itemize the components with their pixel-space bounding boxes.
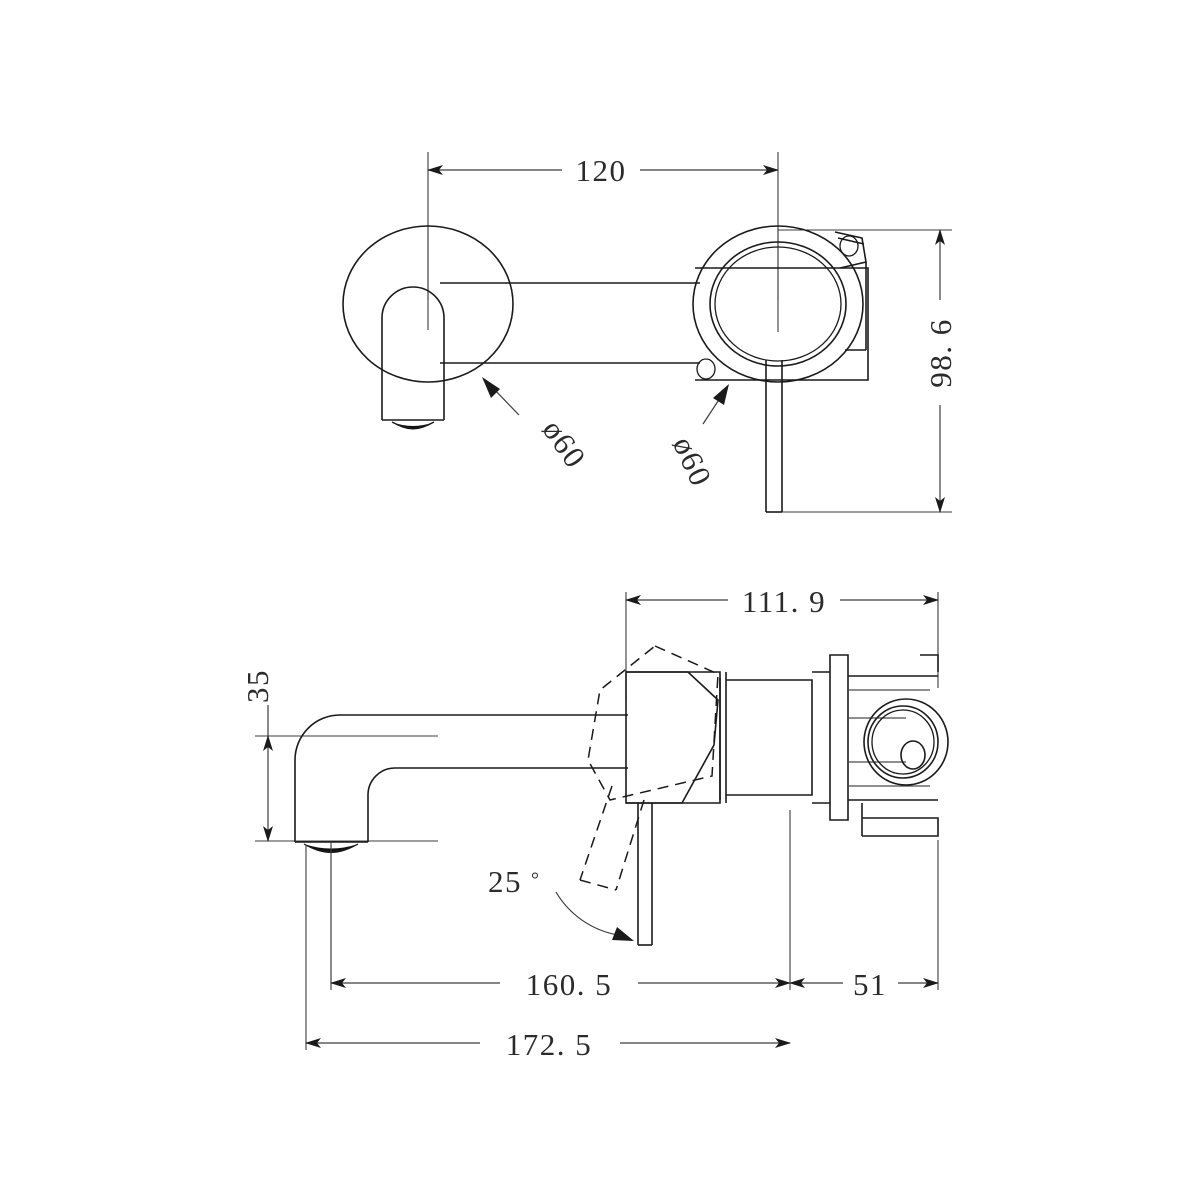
- degree-symbol-icon: °: [531, 869, 541, 891]
- side-cartridge-knob: [863, 698, 949, 786]
- leader-dia60-spout: [482, 377, 520, 416]
- dimension-160-5-group: [330, 810, 791, 990]
- dimension-25-arc: [555, 891, 634, 941]
- dimension-51-group: [789, 840, 939, 990]
- plan-lever-handle: [765, 360, 783, 513]
- plan-mounting-bracket: [695, 231, 869, 381]
- dimension-160-5-text: 160. 5: [526, 967, 613, 1002]
- top-view: [342, 152, 952, 513]
- side-view: [255, 592, 949, 1050]
- dimension-111-9-text: 111. 9: [742, 584, 826, 619]
- dimension-25-text: 25: [488, 864, 522, 899]
- plan-spout-escutcheon: [342, 225, 514, 430]
- dimension-172-5-text: 172. 5: [506, 1027, 593, 1062]
- side-handle-dashed-outline: [579, 645, 719, 891]
- side-spout: [294, 714, 628, 985]
- dimension-dia60-mixer-text: ø60: [666, 431, 719, 492]
- plan-mixer-escutcheon: [692, 225, 864, 383]
- dimension-35-text: 35: [240, 669, 275, 703]
- dimension-dia60-spout-text: ø60: [536, 413, 594, 475]
- dimension-25-deg-text-group: 25 °: [488, 864, 541, 899]
- dimension-35-group: [255, 705, 438, 842]
- side-lever-rod: [637, 803, 653, 946]
- side-mixer-body: [626, 654, 939, 837]
- dimension-51-text: 51: [853, 967, 887, 1002]
- leader-dia60-mixer: [702, 384, 729, 425]
- plan-connecting-body: [440, 282, 700, 364]
- dimension-172-5-group: [305, 845, 791, 1050]
- dimension-120-text: 120: [576, 153, 627, 188]
- side-handle-body: [625, 671, 719, 804]
- dimension-98-6-text: 98. 6: [923, 318, 958, 388]
